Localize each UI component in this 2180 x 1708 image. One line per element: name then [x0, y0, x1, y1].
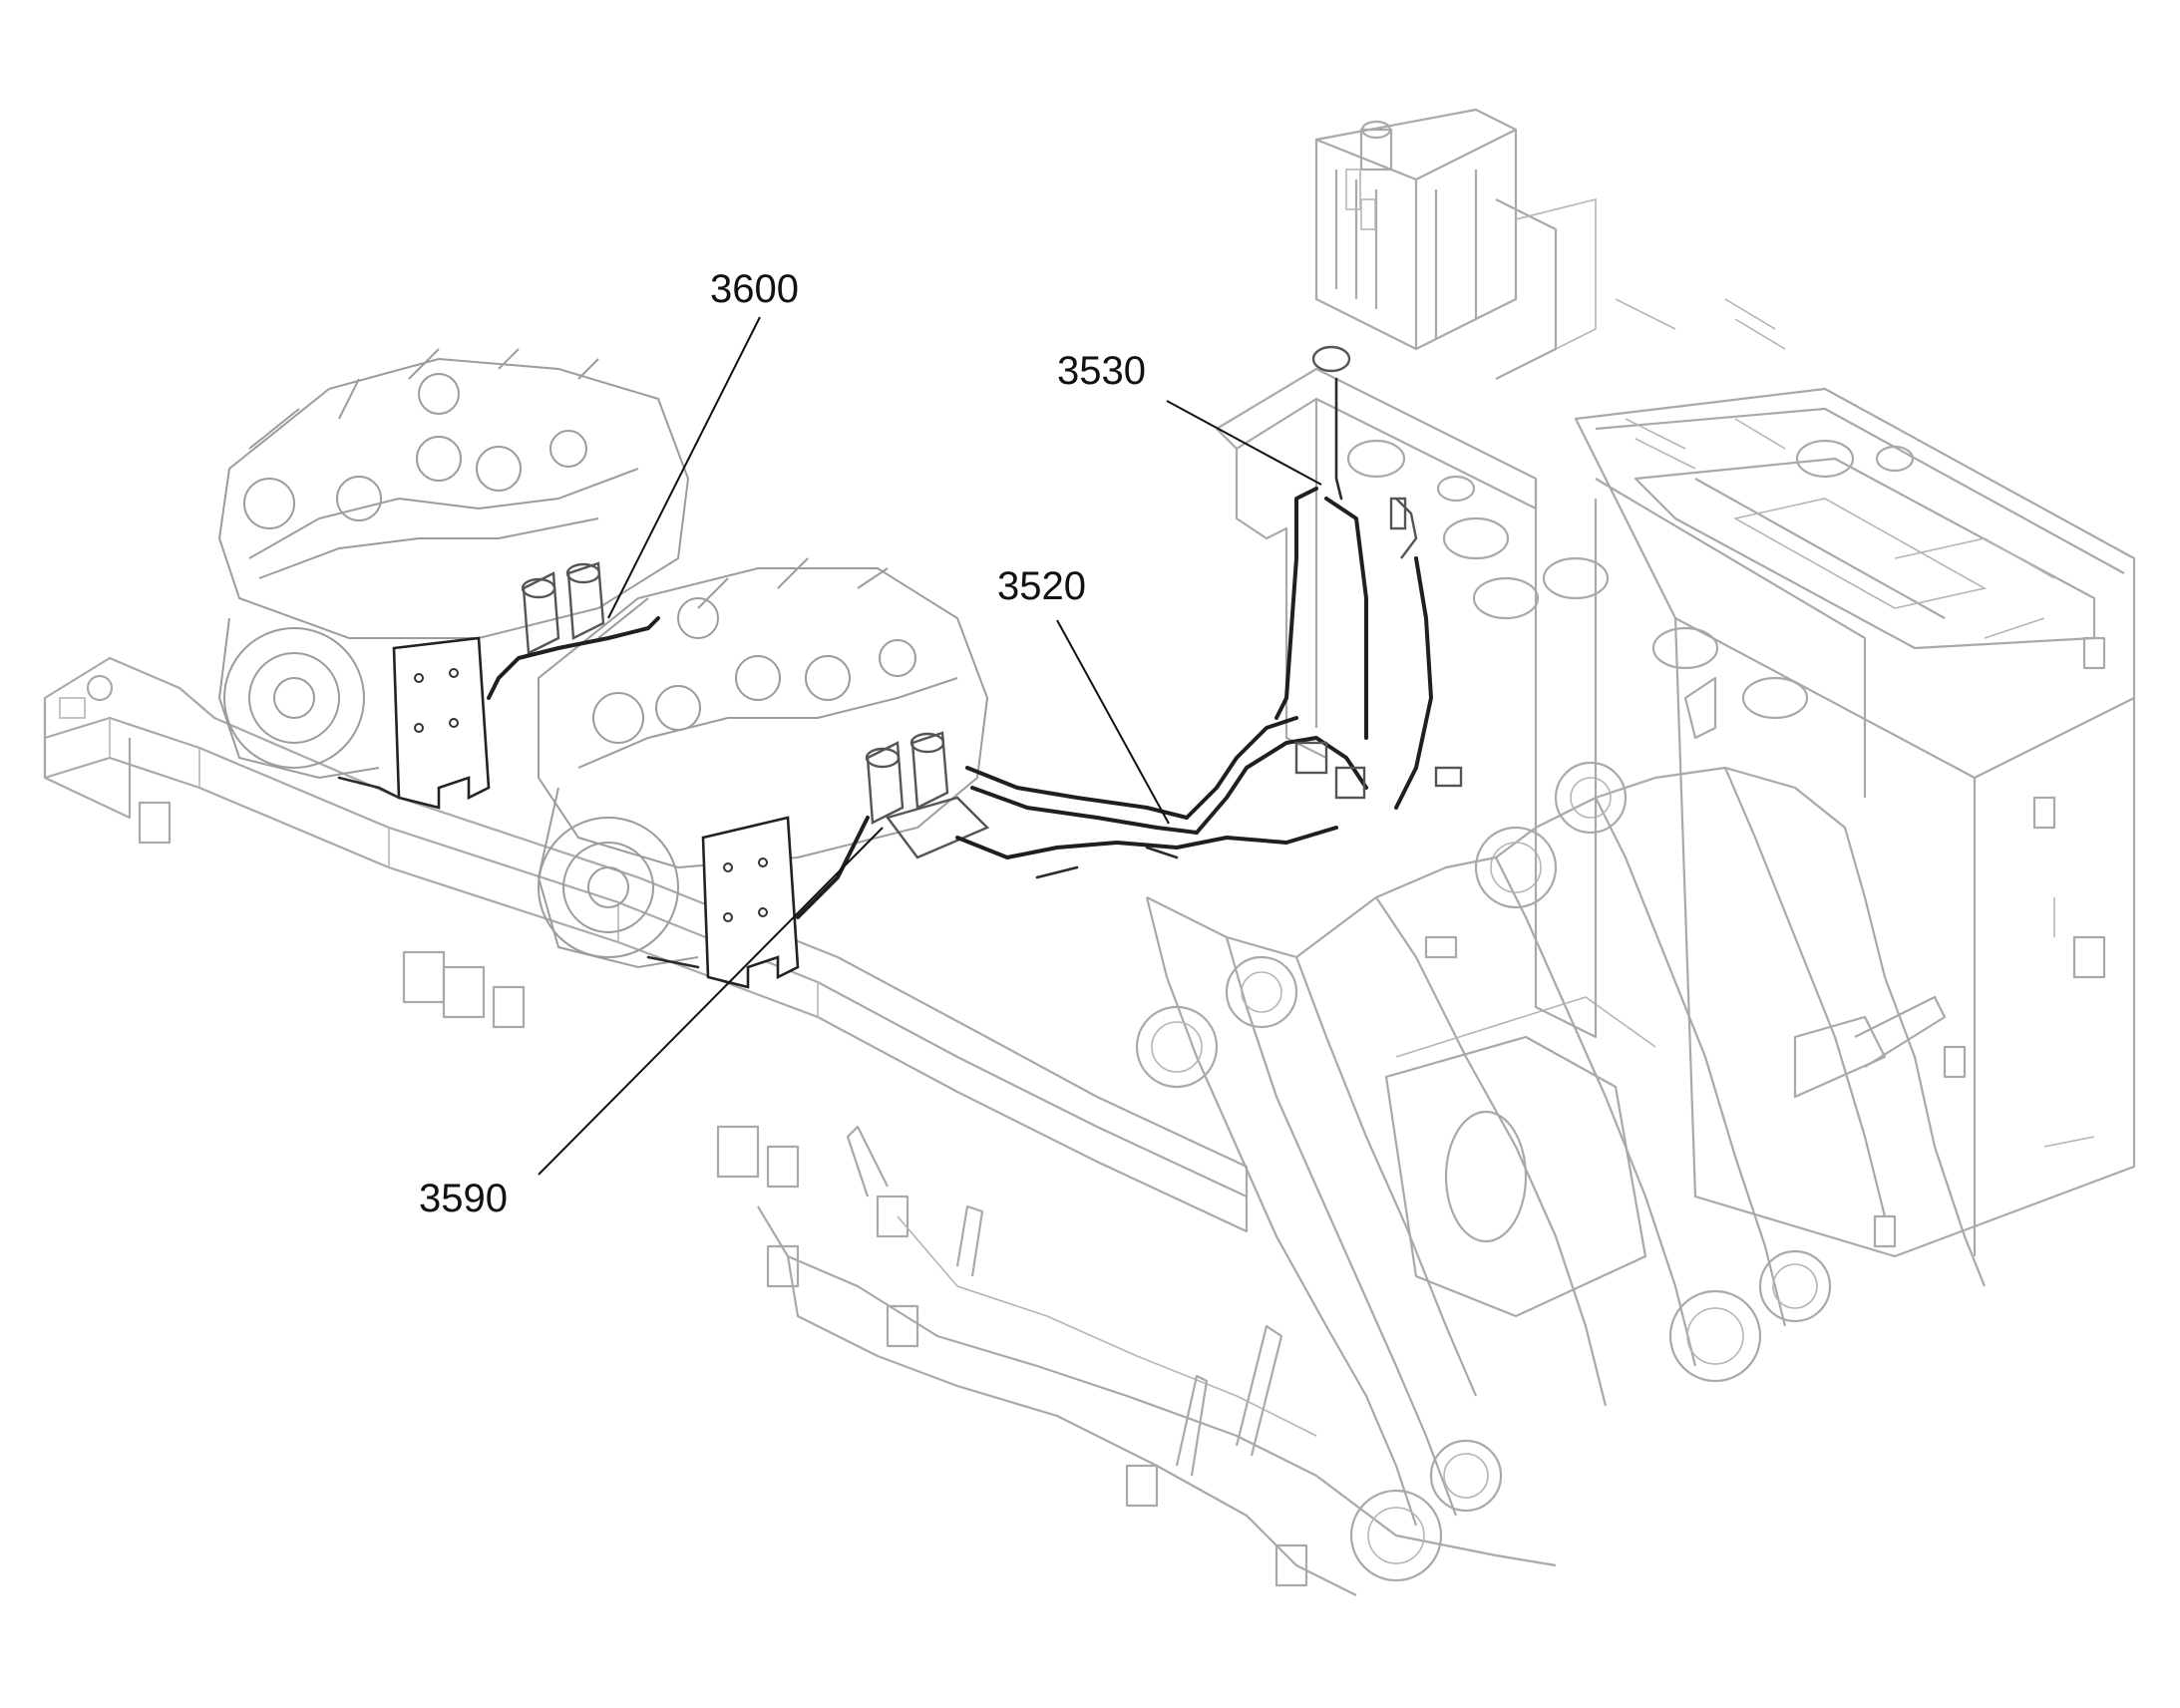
wiring-harness — [337, 345, 1463, 969]
leader-3520 — [1056, 619, 1170, 825]
engine-rear — [217, 348, 690, 780]
leader-3530 — [1166, 400, 1322, 486]
rear-housing — [1215, 298, 2136, 1258]
leader-3590 — [538, 827, 884, 1176]
leader-lines — [538, 316, 1322, 1176]
callout-3530: 3530 — [1057, 349, 1146, 393]
main-frame — [43, 656, 1557, 1596]
loader-tower — [1135, 761, 1987, 1582]
engine-front — [537, 557, 989, 969]
callout-3600: 3600 — [710, 267, 799, 311]
callout-3520: 3520 — [997, 564, 1086, 608]
control-boxes — [392, 561, 990, 989]
leader-3600 — [607, 316, 761, 619]
hydraulic-tank — [1314, 108, 1597, 380]
callout-3590: 3590 — [419, 1177, 508, 1220]
